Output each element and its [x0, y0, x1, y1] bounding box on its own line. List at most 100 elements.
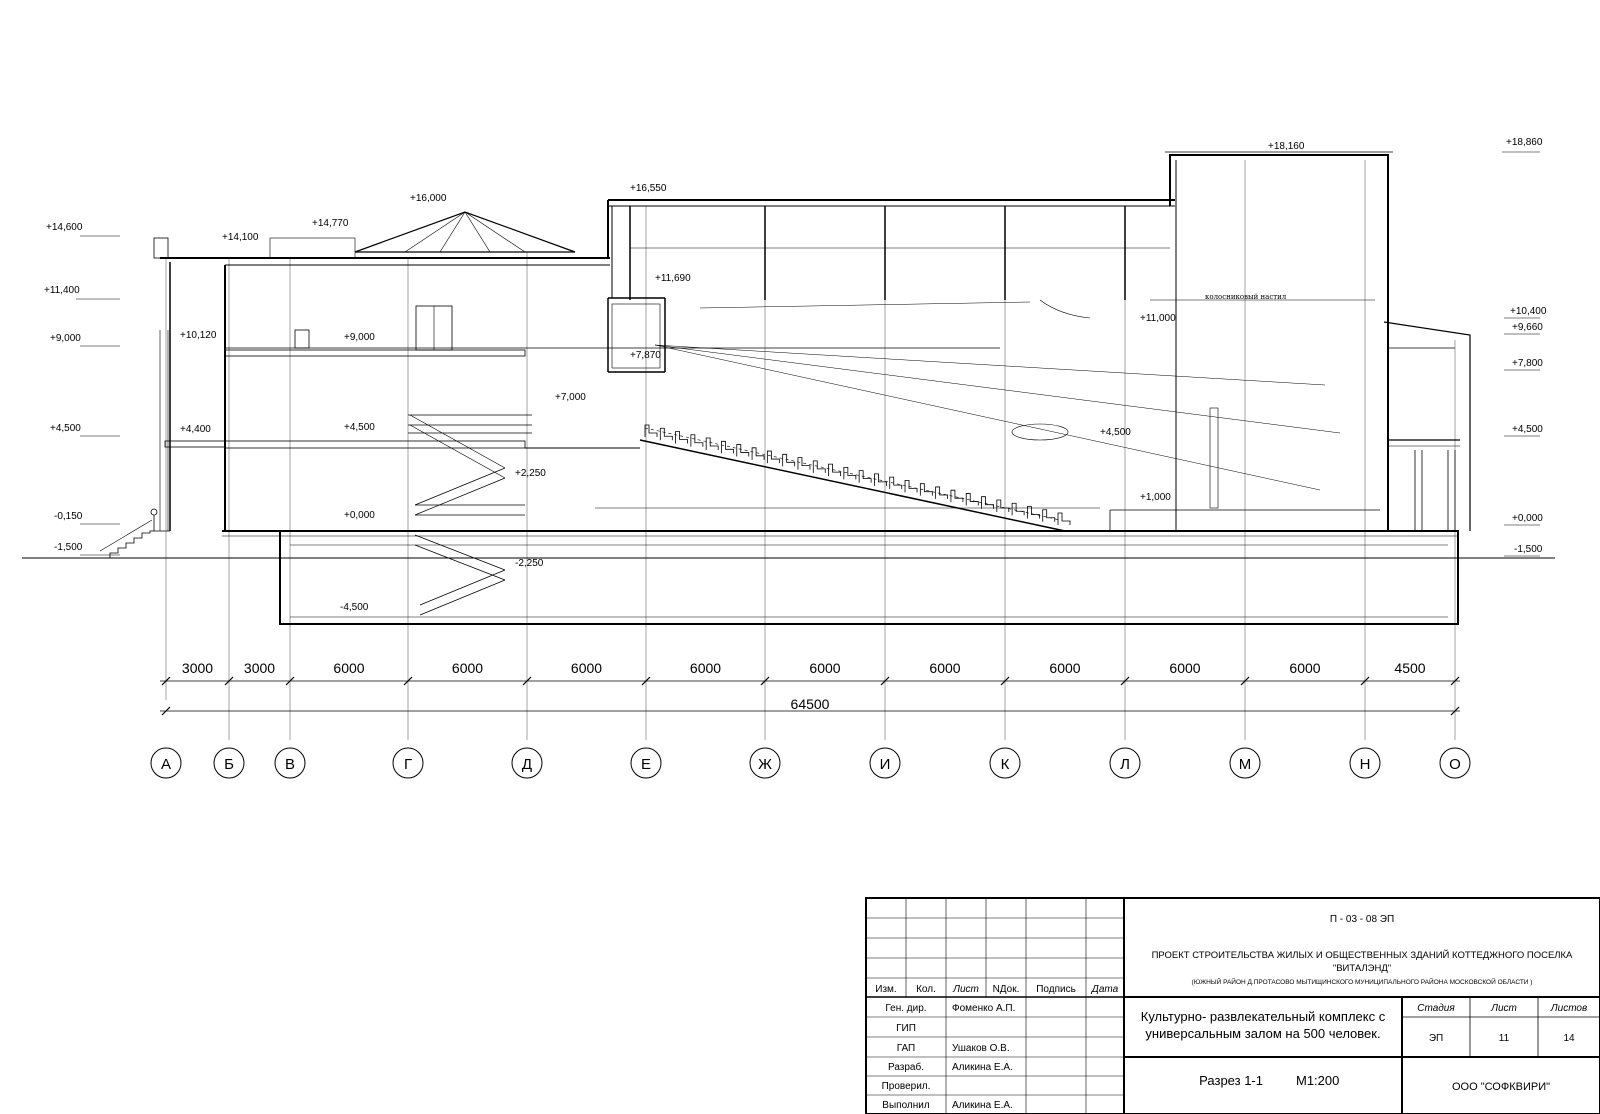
dimension-tick — [1450, 676, 1460, 686]
seat — [904, 480, 918, 493]
tb-header: Кол. — [916, 984, 936, 995]
dimension-tick — [760, 676, 770, 686]
level-mark: +0,000 — [1512, 513, 1543, 524]
tb-sheet-label: Лист — [1490, 1003, 1517, 1014]
level-mark: -1,500 — [54, 542, 83, 553]
tb-role: ГИП — [896, 1023, 916, 1034]
dim-span: 6000 — [1169, 660, 1200, 676]
level-mark: -0,150 — [54, 511, 83, 522]
dim-span: 6000 — [690, 660, 721, 676]
seat — [766, 450, 780, 464]
level-mark: +4,500 — [1100, 427, 1131, 438]
dimension-tick — [285, 676, 295, 686]
tb-header: Подпись — [1036, 984, 1076, 995]
axis-marker: А — [150, 747, 182, 779]
level-mark: -1,500 — [1514, 544, 1543, 555]
seat — [996, 499, 1010, 512]
axis-marker: Г — [392, 747, 424, 779]
seat — [828, 463, 841, 477]
axis-label: В — [285, 756, 295, 773]
dimension-tick — [224, 676, 234, 686]
level-mark: +9,000 — [50, 333, 81, 344]
level-marks: +14,600 +11,400 +9,000 +4,500 -0,150 -1,… — [44, 137, 1547, 613]
level-mark: +11,690 — [655, 273, 691, 284]
title-block — [865, 897, 1600, 1114]
axis-label: А — [161, 756, 171, 773]
tb-sheets-label: Листов — [1550, 1003, 1587, 1014]
level-mark: +4,500 — [1512, 424, 1543, 435]
level-mark: +10,120 — [180, 330, 217, 341]
level-mark: +7,870 — [630, 350, 661, 361]
level-leaders — [76, 151, 1540, 557]
tb-stage-label: Стадия — [1417, 1003, 1455, 1014]
level-mark: +0,000 — [344, 510, 375, 521]
level-mark: +9,660 — [1512, 322, 1543, 333]
axis-label: К — [1001, 756, 1010, 773]
building-section — [22, 151, 1555, 740]
level-mark: +11,000 — [1140, 313, 1176, 324]
dimension-tick — [880, 676, 890, 686]
axis-marker: Д — [511, 747, 543, 779]
axis-label: Н — [1360, 756, 1371, 773]
tb-role: Разраб. — [888, 1061, 924, 1073]
dimension-tick — [1000, 676, 1010, 686]
axis-marker: Л — [1109, 747, 1141, 779]
axis-marker: В — [274, 747, 306, 779]
tb-project-line1: ПРОЕКТ СТРОИТЕЛЬСТВА ЖИЛЫХ И ОБЩЕСТВЕННЫ… — [1152, 949, 1573, 961]
level-mark: +7,000 — [555, 392, 586, 403]
tb-role: Проверил. — [882, 1081, 931, 1092]
level-mark: +18,860 — [1506, 137, 1543, 148]
level-mark: +2,250 — [515, 468, 546, 479]
axis-marker: И — [869, 747, 901, 779]
room-note: колосниковый настил — [1205, 293, 1287, 301]
dim-span: 6000 — [929, 660, 960, 676]
dim-total: 64500 — [791, 696, 830, 712]
seat — [1042, 509, 1056, 522]
seat — [1057, 512, 1071, 525]
level-mark: -4,500 — [340, 602, 369, 613]
axis-marker: Н — [1349, 747, 1381, 779]
level-mark: +14,100 — [222, 232, 259, 243]
axis-label: И — [880, 756, 891, 773]
tb-name: Ушаков О.В. — [952, 1043, 1010, 1054]
dimension-tick — [161, 706, 171, 716]
dimension-tick — [403, 676, 413, 686]
level-mark: +18,160 — [1268, 141, 1305, 152]
level-mark: +7,800 — [1512, 358, 1543, 369]
level-mark: +14,600 — [46, 222, 83, 233]
seat — [797, 457, 811, 470]
tb-header: Изм. — [875, 984, 896, 995]
seat — [858, 470, 872, 483]
dim-span: 6000 — [571, 660, 602, 676]
tb-object-line1: Культурно- развлекательный комплекс с — [1141, 1009, 1386, 1024]
tb-header: Лист — [952, 984, 979, 995]
axis-label: Г — [404, 756, 412, 773]
axis-marker: М — [1229, 747, 1261, 779]
axis-marker: Ж — [749, 747, 781, 779]
tb-stage: ЭП — [1429, 1033, 1443, 1044]
axis-marker: О — [1439, 747, 1471, 779]
dim-span: 3000 — [182, 660, 213, 676]
tb-name: Аликина Е.А. — [952, 1062, 1013, 1073]
dimension-tick — [1360, 676, 1370, 686]
level-mark: +9,000 — [344, 332, 375, 343]
level-mark: +1,000 — [1140, 492, 1171, 503]
seat — [935, 486, 949, 499]
dim-span: 6000 — [809, 660, 840, 676]
seat — [843, 466, 857, 480]
seat — [889, 476, 903, 490]
tb-name: Аликина Е.А. — [952, 1100, 1013, 1111]
axis-label: Е — [641, 756, 651, 773]
tb-role: Выполнил — [882, 1100, 930, 1111]
dimension-tick — [1450, 706, 1460, 716]
axis-label: М — [1239, 756, 1252, 773]
tb-code: П - 03 - 08 ЭП — [1330, 914, 1394, 925]
axis-label: Ж — [758, 756, 772, 773]
axis-marker: К — [989, 747, 1021, 779]
seat — [965, 493, 979, 506]
dimension-tick — [161, 676, 171, 686]
axis-label: Б — [224, 756, 234, 773]
